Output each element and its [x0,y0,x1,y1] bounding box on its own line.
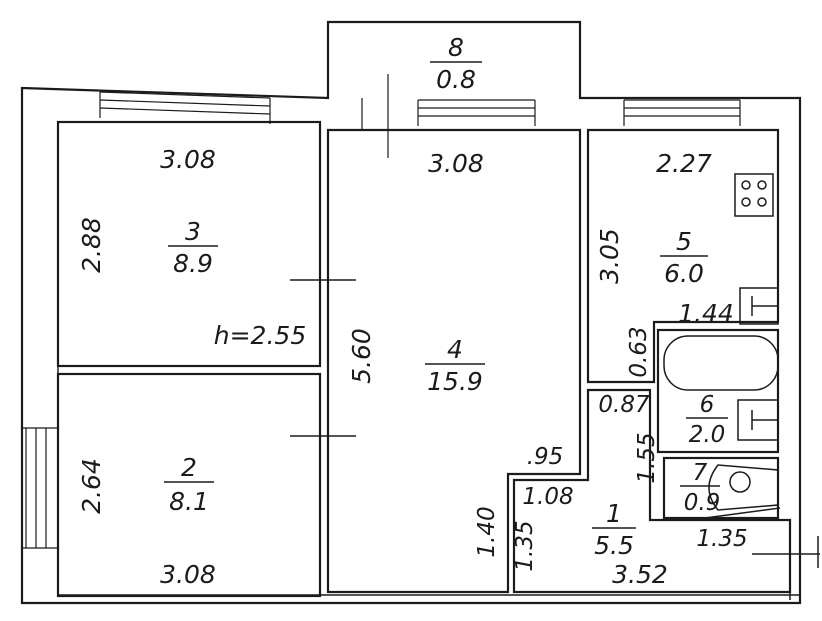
dim-room4-top: 3.08 [428,149,484,178]
bathroom-sink-icon [737,399,779,441]
room-number: 7 [693,460,708,486]
room-label-4: 4 15.9 [425,335,485,396]
room-area: 5.5 [594,531,634,560]
room-area: 0.9 [684,490,721,516]
dim-corridor-small: .95 [527,444,564,470]
room-area: 8.1 [169,487,209,516]
inner-wall-contour [57,122,800,596]
room-2-walls [56,372,322,598]
dim-room5-bottom: 1.44 [678,299,734,328]
dim-corridor-width: 1.08 [522,484,573,510]
room-5-walls [586,128,780,384]
dim-room4-side: 5.60 [347,328,376,384]
dim-bath-width: 0.87 [598,392,650,418]
room-area: 15.9 [427,367,483,396]
room-6-walls [656,328,780,454]
dim-room2-side: 2.64 [77,458,106,514]
dim-wc-height: 1.55 [634,432,660,483]
room-number: 5 [676,227,692,256]
room-label-7: 7 0.9 [680,460,720,516]
window-room-3 [99,91,271,124]
room-number: 8 [448,33,464,62]
room-area: 0.8 [436,65,476,94]
stove-icon [734,173,774,217]
room-area: 2.0 [689,422,726,448]
room-area: 8.9 [173,249,213,278]
outer-wall [20,20,802,605]
window-room-5 [623,99,741,126]
windows [22,74,741,549]
kitchen-sink-icon [739,287,779,325]
room-number: 2 [181,453,197,482]
room-3-walls [56,120,322,368]
room-label-5: 5 6.0 [660,227,708,288]
dim-bath-top: 0.63 [626,326,652,377]
dim-room3-side: 2.88 [77,217,106,273]
room-number: 3 [185,217,201,246]
dim-room1-bottom: 3.52 [612,560,668,589]
room-number: 1 [606,499,622,528]
toilet-icon [689,464,781,521]
dim-room3-top: 3.08 [160,145,216,174]
room-label-8: 8 0.8 [430,33,482,94]
dimensions: 3.08 2.88 h=2.55 3.08 5.60 2.27 3.05 1.4… [77,145,748,589]
room-label-6: 6 2.0 [686,392,728,448]
room-number: 6 [700,392,715,418]
window-room-2 [22,427,58,549]
room-label-3: 3 8.9 [168,217,218,278]
dim-corridor-left-b: 1.35 [512,520,538,571]
bathtub-icon [663,335,779,391]
dim-wc-width: 1.35 [696,526,747,552]
dim-corridor-left-a: 1.40 [474,506,500,557]
room-4-walls [326,128,582,594]
dim-room5-top: 2.27 [656,149,712,178]
room-area: 6.0 [664,259,704,288]
window-room-4 [417,99,536,126]
door-marks [290,279,820,600]
room-number: 4 [447,335,463,364]
dim-room2-bottom: 3.08 [160,560,216,589]
walls [20,20,802,605]
ceiling-height: h=2.55 [214,321,306,350]
room-label-1: 1 5.5 [592,499,636,560]
room-label-2: 2 8.1 [164,453,214,516]
balcony-door [361,74,389,158]
dim-room5-side: 3.05 [595,228,624,284]
